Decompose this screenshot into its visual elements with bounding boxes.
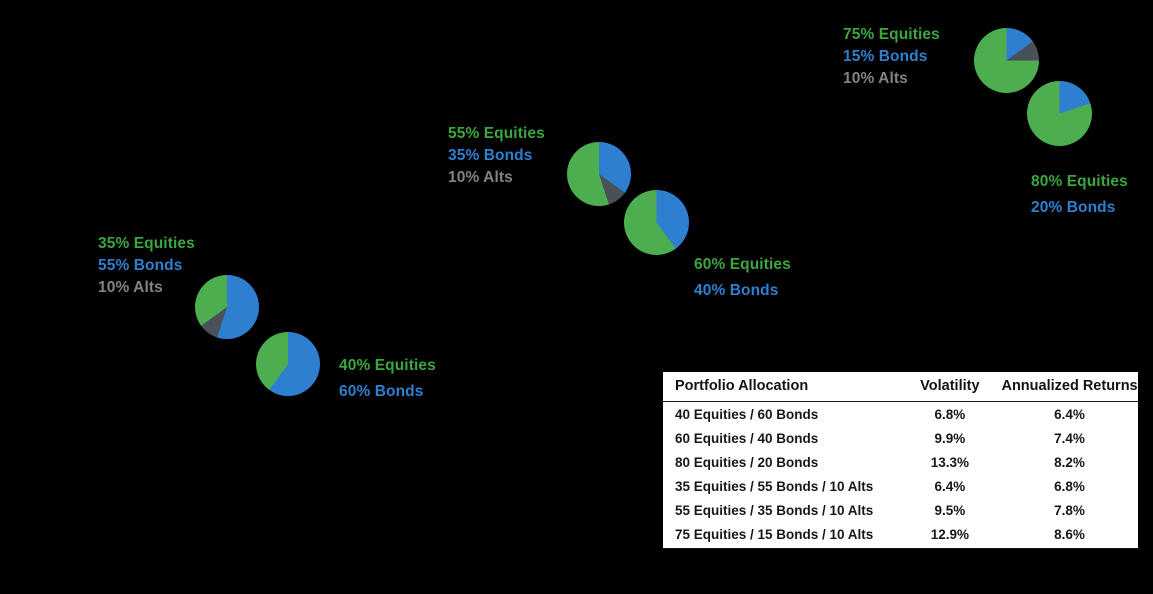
label-60-40: 60% Equities 40% Bonds <box>694 252 791 304</box>
cell-allocation: 80 Equities / 20 Bonds <box>675 454 819 470</box>
pie-chart-55-35-10 <box>567 142 631 206</box>
cell-allocation: 55 Equities / 35 Bonds / 10 Alts <box>675 502 874 518</box>
table-row: 40 Equities / 60 Bonds 6.8% 6.4% <box>663 402 1138 427</box>
cell-volatility: 6.8% <box>934 406 966 422</box>
cell-allocation: 60 Equities / 40 Bonds <box>675 430 819 446</box>
header-annualized-returns: Annualized Returns <box>1001 372 1138 402</box>
cell-allocation: 75 Equities / 15 Bonds / 10 Alts <box>663 522 899 549</box>
pie-chart-80-20 <box>1027 81 1092 146</box>
label-line-alts: 10% Alts <box>98 279 163 296</box>
label-line-equities: 40% Equities <box>339 357 436 374</box>
label-line-equities: 80% Equities <box>1031 173 1128 190</box>
cell-returns: 7.4% <box>1054 430 1085 446</box>
label-80-20: 80% Equities 20% Bonds <box>1031 169 1128 221</box>
label-line-alts: 10% Alts <box>843 70 908 87</box>
label-line-equities: 60% Equities <box>694 256 791 273</box>
label-line-bonds: 20% Bonds <box>1031 199 1116 216</box>
label-line-alts: 10% Alts <box>448 169 513 186</box>
label-line-bonds: 40% Bonds <box>694 282 779 299</box>
cell-allocation: 40 Equities / 60 Bonds <box>675 406 819 422</box>
label-40-60: 40% Equities 60% Bonds <box>339 353 436 405</box>
cell-allocation: 35 Equities / 55 Bonds / 10 Alts <box>675 478 874 494</box>
header-volatility: Volatility <box>898 372 1002 402</box>
cell-returns: 8.6% <box>1001 522 1138 549</box>
cell-volatility: 12.9% <box>898 522 1002 549</box>
table-row: 60 Equities / 40 Bonds 9.9% 7.4% <box>663 426 1138 450</box>
cell-returns: 7.8% <box>1054 502 1085 518</box>
cell-volatility: 13.3% <box>930 454 969 470</box>
header-portfolio-allocation: Portfolio Allocation <box>663 372 899 402</box>
label-line-bonds: 55% Bonds <box>98 257 183 274</box>
table-row: 55 Equities / 35 Bonds / 10 Alts 9.5% 7.… <box>663 498 1138 522</box>
label-75-15-10: 75% Equities 15% Bonds 10% Alts <box>843 24 940 90</box>
table-row: 35 Equities / 55 Bonds / 10 Alts 6.4% 6.… <box>663 474 1138 498</box>
cell-volatility: 9.5% <box>934 502 966 518</box>
cell-returns: 8.2% <box>1054 454 1085 470</box>
label-35-55-10: 35% Equities 55% Bonds 10% Alts <box>98 233 195 299</box>
cell-volatility: 6.4% <box>934 478 966 494</box>
pie-chart-35-55-10 <box>195 275 259 339</box>
table-row: 80 Equities / 20 Bonds 13.3% 8.2% <box>663 450 1138 474</box>
pie-chart-60-40 <box>624 190 689 255</box>
portfolio-allocation-table: Portfolio Allocation Volatility Annualiz… <box>663 372 1138 549</box>
label-55-35-10: 55% Equities 35% Bonds 10% Alts <box>448 123 545 189</box>
pie-chart-40-60 <box>256 332 320 396</box>
label-line-bonds: 35% Bonds <box>448 147 533 164</box>
table-row: 75 Equities / 15 Bonds / 10 Alts 12.9% 8… <box>663 522 1138 549</box>
table-header-row: Portfolio Allocation Volatility Annualiz… <box>663 372 1138 402</box>
cell-returns: 6.4% <box>1054 406 1085 422</box>
label-line-bonds: 15% Bonds <box>843 48 928 65</box>
label-line-bonds: 60% Bonds <box>339 383 424 400</box>
label-line-equities: 75% Equities <box>843 26 940 43</box>
pie-chart-75-15-10 <box>974 28 1039 93</box>
cell-volatility: 9.9% <box>934 430 966 446</box>
label-line-equities: 35% Equities <box>98 235 195 252</box>
cell-returns: 6.8% <box>1054 478 1085 494</box>
label-line-equities: 55% Equities <box>448 125 545 142</box>
